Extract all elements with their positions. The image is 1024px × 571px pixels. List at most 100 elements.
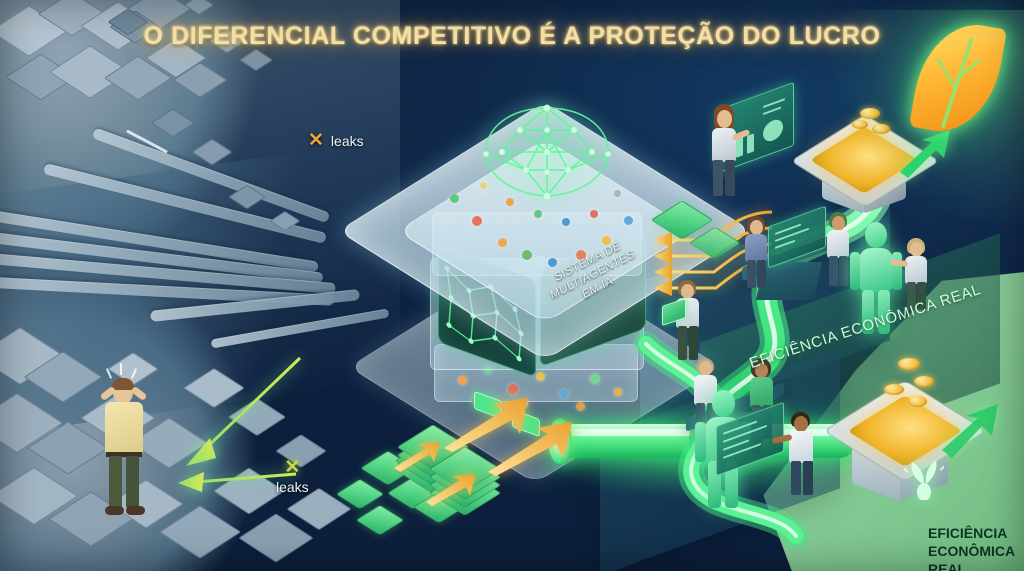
leaf-vein-side: [936, 57, 957, 89]
data-bead: [450, 194, 459, 203]
person-belt: [106, 452, 142, 457]
screen-line: [723, 420, 757, 435]
screen-pie: [763, 116, 783, 145]
data-bead: [602, 236, 611, 245]
data-bead: [576, 402, 585, 411]
person-head: [717, 110, 732, 128]
person-body: [789, 431, 813, 463]
person-head: [755, 363, 768, 378]
agent-arm: [892, 252, 902, 290]
x-mark-icon: ✕: [308, 130, 324, 151]
data-bead: [480, 182, 487, 189]
data-bead: [472, 216, 482, 226]
person-body: [712, 128, 736, 162]
person-head: [681, 284, 694, 299]
data-bead: [614, 190, 621, 197]
coin: [898, 358, 920, 370]
x-mark-icon: ✕: [284, 457, 301, 478]
worker-person-2: [824, 212, 854, 288]
neural-network-brain: [468, 100, 626, 218]
data-bead: [522, 250, 532, 260]
person-legs: [803, 461, 813, 495]
person-head: [794, 416, 808, 432]
person-legs: [839, 256, 848, 286]
agent-leg: [725, 461, 738, 508]
person-head: [832, 216, 845, 231]
person-body: [750, 377, 773, 407]
leak-arrow-lower: [178, 472, 297, 492]
person-legs: [907, 282, 916, 310]
data-bead: [590, 210, 598, 218]
person-body: [827, 230, 849, 258]
leaks-label: leaks: [330, 132, 364, 149]
person-legs: [696, 403, 705, 437]
efficiency-corner-line-1: EFICIÊNCIA: [928, 525, 1008, 541]
data-bead: [560, 390, 568, 398]
person-arm-right: [130, 385, 148, 402]
leaks-annotation-lower: ✕ leaks: [276, 458, 309, 495]
person-head: [750, 220, 763, 235]
coin: [914, 376, 934, 387]
person-legs: [747, 260, 756, 288]
data-bead: [562, 218, 570, 226]
screen-line: [763, 106, 781, 116]
person-legs: [678, 326, 687, 360]
data-flow-arrow-1: [394, 442, 440, 472]
person-legs: [791, 461, 801, 495]
profit-arrow: [900, 130, 950, 178]
data-bead: [458, 376, 467, 385]
worker-person-1: [742, 216, 772, 290]
profit-coin-box: [790, 108, 940, 222]
efficiency-corner-line-2: ECONÔMICA REAL: [928, 543, 1015, 571]
person-legs: [713, 160, 723, 196]
person-shirt: [105, 402, 143, 454]
data-bead: [498, 238, 507, 247]
data-flow-arrow-3: [444, 398, 528, 452]
page-title: O DIFERENCIAL COMPETITIVO É A PROTEÇÃO D…: [143, 22, 881, 50]
leaf-vein-main: [940, 37, 974, 129]
data-flow-arrow-2: [426, 474, 476, 506]
coin: [908, 396, 927, 407]
person-body: [745, 234, 767, 262]
coin: [860, 108, 880, 119]
agent-head: [865, 222, 887, 248]
data-bead: [508, 384, 518, 394]
person-legs: [689, 326, 698, 360]
data-bead: [614, 388, 622, 396]
core-beads-group-top: [444, 154, 644, 274]
worker-person-tablet: [662, 280, 704, 362]
data-bead: [484, 366, 492, 374]
agent-leg: [878, 290, 890, 334]
data-bead: [534, 210, 542, 218]
leaks-annotation-upper: ✕ leaks: [308, 131, 364, 150]
coin: [884, 384, 904, 395]
person-head: [910, 242, 923, 257]
coin: [872, 124, 890, 134]
screen-line: [763, 98, 785, 109]
analyst-person-top: [708, 104, 751, 200]
person-legs: [829, 256, 838, 286]
agent-arm: [695, 422, 706, 462]
stressed-person: [99, 363, 154, 518]
agent-leg: [862, 290, 874, 334]
screen-line: [775, 239, 795, 250]
agent-head: [712, 390, 735, 417]
agent-torso: [859, 248, 893, 292]
economic-efficiency-corner-label: EFICIÊNCIA ECONÔMICA REAL: [928, 524, 1024, 571]
data-bead: [536, 372, 545, 381]
person-legs: [757, 260, 766, 288]
leak-arrow-upper: [186, 356, 302, 466]
screen-line: [723, 442, 761, 459]
person-hair: [112, 378, 134, 390]
person-head: [699, 361, 712, 376]
agent-arm: [850, 252, 860, 290]
sprout-icon: [902, 458, 946, 501]
person-shoe: [126, 506, 145, 515]
data-bead: [548, 258, 557, 267]
person-body: [694, 375, 717, 405]
stress-spark: [120, 363, 122, 375]
person-body: [905, 256, 927, 284]
person-legs: [725, 160, 735, 196]
data-bead: [590, 374, 600, 384]
worker-person-6: [771, 412, 818, 496]
